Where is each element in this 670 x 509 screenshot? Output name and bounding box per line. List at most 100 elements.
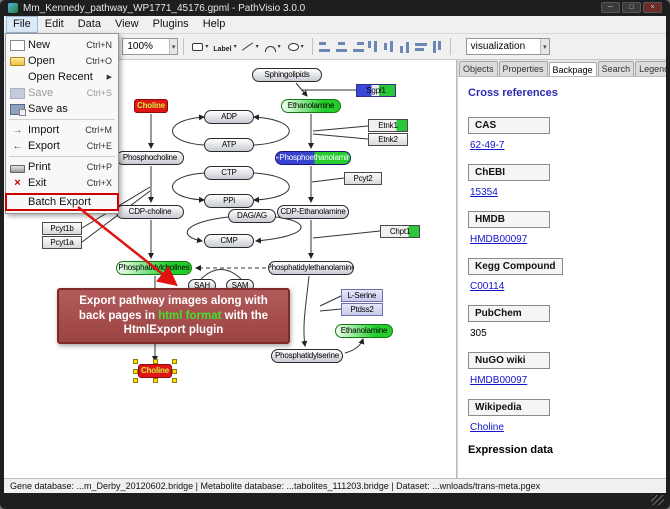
backpage-section-header: Wikipedia xyxy=(468,399,550,416)
backpage-section-value: HMDB00097 xyxy=(470,375,656,386)
arc-tool-button[interactable]: ▾ xyxy=(262,37,284,57)
align-right-button[interactable] xyxy=(350,38,365,56)
menu-shortcut: Ctrl+X xyxy=(86,178,112,188)
menu-file[interactable]: File xyxy=(6,16,38,33)
pathway-node-etnk2[interactable]: Etnk2 xyxy=(368,133,408,146)
line-tool-button[interactable]: ▾ xyxy=(239,37,261,57)
align-top-button[interactable] xyxy=(366,38,381,56)
backpage-link[interactable]: 15354 xyxy=(470,187,498,198)
menu-item-label: Open Recent xyxy=(28,71,93,83)
pathway-node-etnk1[interactable]: Etnk1 xyxy=(368,119,408,132)
selection-handle[interactable] xyxy=(153,359,158,364)
menu-view[interactable]: View xyxy=(114,18,139,30)
same-width-button[interactable] xyxy=(414,38,429,56)
zoom-select[interactable]: 100% ▾ xyxy=(122,38,179,55)
shape-tool-icon xyxy=(287,42,299,51)
backpage-link[interactable]: 62-49-7 xyxy=(470,140,505,151)
pathway-node-ethanolamine[interactable]: Ethanolamine xyxy=(281,99,341,113)
selection-handle[interactable] xyxy=(133,369,138,374)
backpage-link[interactable]: HMDB00097 xyxy=(470,375,528,386)
pathway-node-pcyt2[interactable]: Pcyt2 xyxy=(344,172,382,185)
pathway-node-ppi[interactable]: PPi xyxy=(204,194,254,208)
minimize-button[interactable]: ─ xyxy=(601,2,620,13)
menu-plugins[interactable]: Plugins xyxy=(152,18,189,30)
selection-handle[interactable] xyxy=(133,359,138,364)
file-menu-item-open-recent[interactable]: Open Recent▶ xyxy=(6,69,118,85)
pathway-node-choline[interactable]: Choline xyxy=(138,364,172,378)
pathway-node-pcyt1b[interactable]: Pcyt1b xyxy=(42,222,82,235)
splitter[interactable] xyxy=(456,60,458,478)
menu-edit[interactable]: Edit xyxy=(44,18,64,30)
arc-tool-icon xyxy=(264,45,276,52)
menu-item-label: Batch Export xyxy=(28,196,91,208)
titlebar[interactable]: Mm_Kennedy_pathway_WP1771_45176.gpml - P… xyxy=(0,0,670,16)
tab-properties[interactable]: Properties xyxy=(498,61,548,76)
datanode-tool-button[interactable]: ▾ xyxy=(189,37,211,57)
selection-handle[interactable] xyxy=(153,378,158,383)
menu-help[interactable]: Help xyxy=(202,18,226,30)
tab-objects[interactable]: Objects xyxy=(459,61,498,76)
close-button[interactable]: × xyxy=(643,2,662,13)
pathway-node-ethanolamine[interactable]: Ethanolamine xyxy=(335,324,393,338)
pathway-node-phosphatidylethanolamine[interactable]: Phosphatidylethanolamine xyxy=(268,261,354,275)
pathway-node-o-phosphoethanolamine[interactable]: O-Phosphoethanolamine xyxy=(275,151,351,165)
maximize-button[interactable]: □ xyxy=(622,2,641,13)
same-height-icon xyxy=(431,40,444,53)
pathway-node-adp[interactable]: ADP xyxy=(204,110,254,124)
menu-data[interactable]: Data xyxy=(77,18,101,30)
pathway-node-atp[interactable]: ATP xyxy=(204,138,254,152)
pathway-node-cdp-ethanolamine[interactable]: CDP-Ethanolamine xyxy=(277,205,349,219)
zoom-value: 100% xyxy=(127,41,153,52)
tab-backpage[interactable]: Backpage xyxy=(548,62,597,76)
pathway-node-chpt1[interactable]: Chpt1 xyxy=(380,225,420,238)
pathway-node-sgpl1[interactable]: Sgpl1 xyxy=(356,84,396,97)
pathway-node-phosphocholine[interactable]: Phosphocholine xyxy=(116,151,184,165)
pathway-node-ctp[interactable]: CTP xyxy=(204,166,254,180)
pathway-node-sphingolipids[interactable]: Sphingolipids xyxy=(252,68,322,82)
pathway-node-cdp-choline[interactable]: CDP-choline xyxy=(116,205,184,219)
pathway-node-choline[interactable]: Choline xyxy=(134,99,168,113)
selection-handle[interactable] xyxy=(133,378,138,383)
visualization-select[interactable]: visualization ▾ xyxy=(465,38,550,55)
tab-legend[interactable]: Legend xyxy=(635,61,666,76)
selection-handle[interactable] xyxy=(172,369,177,374)
pathway-node-ptdss2[interactable]: Ptdss2 xyxy=(341,303,383,316)
pathway-node-phosphatidylserine[interactable]: Phosphatidylserine xyxy=(271,349,343,363)
selection-handle[interactable] xyxy=(172,378,177,383)
visualization-value: visualization xyxy=(470,41,526,52)
statusbar: Gene database: ...m_Derby_20120602.bridg… xyxy=(4,478,666,493)
toolbar-separator xyxy=(183,38,185,55)
pathway-node-dag-ag[interactable]: DAG/AG xyxy=(228,209,276,223)
backpage-link[interactable]: HMDB00097 xyxy=(470,234,528,245)
shape-tool-button[interactable]: ▾ xyxy=(285,37,307,57)
label-tool-button[interactable]: ▾ xyxy=(212,37,237,57)
menu-shortcut: Ctrl+S xyxy=(86,88,112,98)
pathway-node-phosphatidylcholines[interactable]: Phosphatidylcholines xyxy=(116,261,192,275)
file-menu-item-save-as[interactable]: Save as xyxy=(6,101,118,117)
menu-separator xyxy=(9,119,115,120)
pathway-node-pcyt1a[interactable]: Pcyt1a xyxy=(42,236,82,249)
align-center-button[interactable] xyxy=(334,38,349,56)
pathway-node-cmp[interactable]: CMP xyxy=(204,234,254,248)
same-height-button[interactable] xyxy=(430,38,445,56)
resize-grip[interactable] xyxy=(651,495,664,505)
backpage-link[interactable]: Choline xyxy=(470,422,504,433)
selection-handle[interactable] xyxy=(172,359,177,364)
tab-search[interactable]: Search xyxy=(597,61,635,76)
pathway-node-l-serine[interactable]: L-Serine xyxy=(341,289,383,302)
align-left-button[interactable] xyxy=(318,38,333,56)
align-bottom-button[interactable] xyxy=(398,38,413,56)
align-middle-button[interactable] xyxy=(382,38,397,56)
menu-shortcut: Ctrl+N xyxy=(86,40,112,50)
annotation-text-after: with the HtmlExport plugin xyxy=(123,309,269,337)
file-menu-item-batch-export[interactable]: Batch Export xyxy=(5,193,119,211)
backpage-link[interactable]: C00114 xyxy=(470,281,505,292)
